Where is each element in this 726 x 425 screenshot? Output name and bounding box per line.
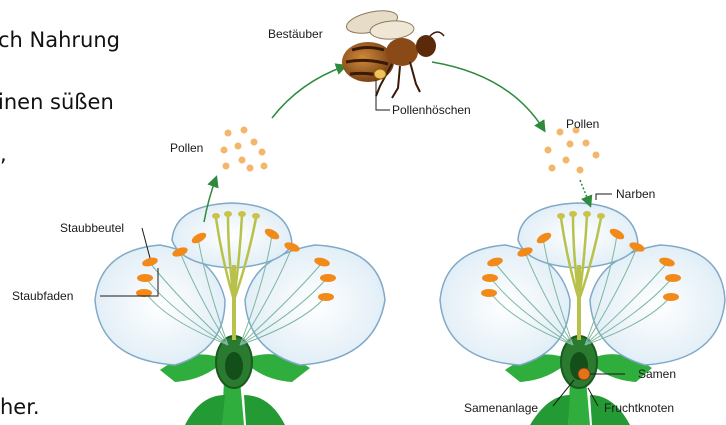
leader-stigma [596,194,612,200]
label-filament: Staubfaden [12,290,73,302]
label-anthers: Staubbeutel [60,222,124,234]
arrow-bee-to-pollen [432,62,544,130]
left-flower [95,203,385,425]
pollen-basket [374,69,386,79]
label-ovule: Samenanlage [464,402,538,414]
bee-illustration [342,7,444,98]
label-pollen-baskets: Pollenhöschen [392,104,471,116]
pollen-cluster-right [545,127,600,174]
label-pollen-right: Pollen [566,118,599,130]
left-leaf-low [185,395,225,425]
label-ovary: Fruchtknoten [604,402,674,414]
arrow-pollen-to-stigma [580,180,590,205]
left-leaf-low-r [244,395,285,425]
label-pollinator: Bestäuber [268,28,323,40]
label-stigma: Narben [616,188,655,200]
right-flower [440,203,725,425]
arrow-pollen-to-bee [272,66,345,118]
pollen-cluster-left [221,127,268,172]
label-pollen-left: Pollen [170,142,203,154]
leader-pollen-baskets [376,80,390,110]
label-seed: Samen [638,368,676,380]
right-seed [578,368,590,380]
